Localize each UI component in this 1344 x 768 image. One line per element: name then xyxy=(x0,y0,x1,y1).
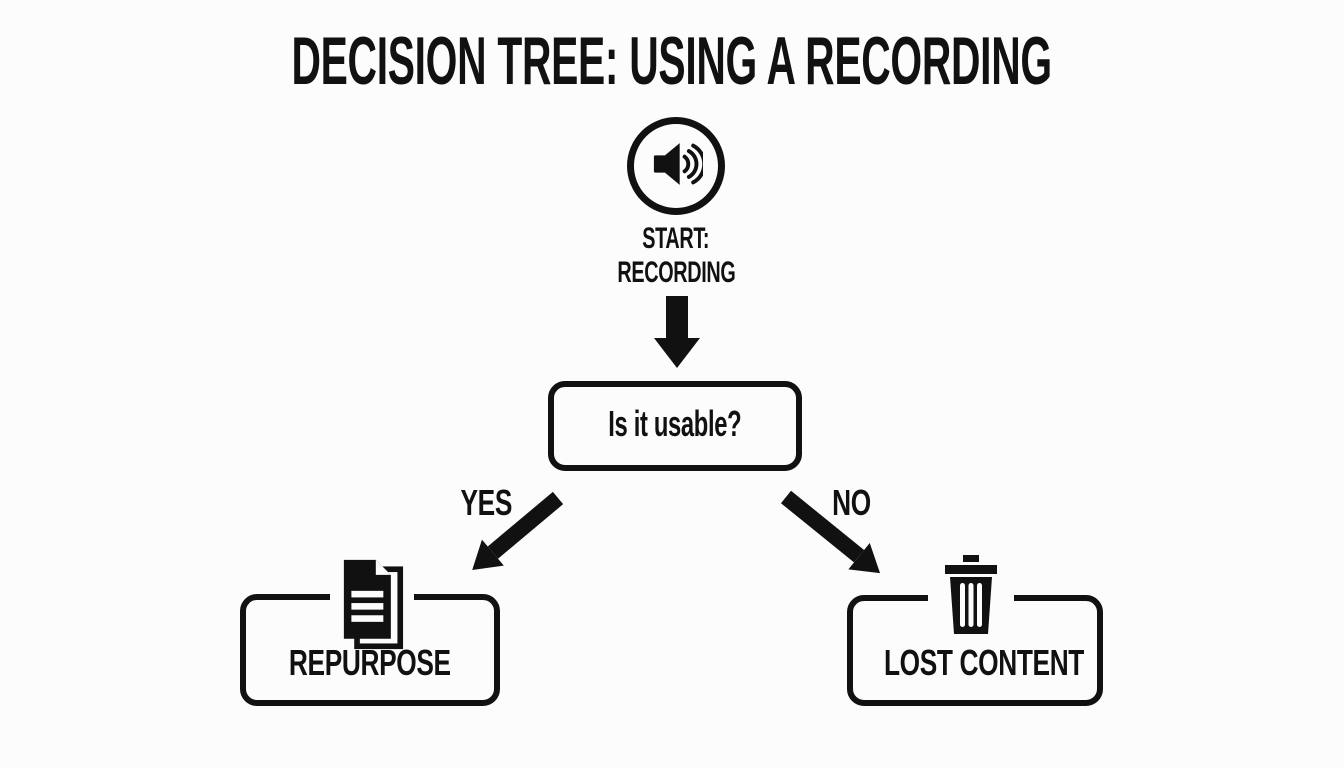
page-title: DECISION TREE: USING A RECORDING xyxy=(291,23,1053,99)
speaker-volume-icon xyxy=(649,137,707,196)
down-arrow-icon xyxy=(654,296,700,373)
trash-icon xyxy=(943,555,999,639)
start-label-line2: RECORDING xyxy=(616,256,736,289)
decision-node-label: Is it usable? xyxy=(608,403,742,444)
branch-label-no: NO xyxy=(831,482,871,523)
outcome-label-repurpose: REPURPOSE xyxy=(289,642,451,683)
decision-node xyxy=(548,381,802,471)
outcome-label-lost-content: LOST CONTENT xyxy=(883,642,1084,683)
start-node-label: START: RECORDING xyxy=(560,222,792,290)
branch-label-yes: YES xyxy=(460,482,513,523)
start-label-line1: START: xyxy=(642,222,710,255)
start-node xyxy=(627,117,725,215)
documents-icon xyxy=(342,556,404,657)
